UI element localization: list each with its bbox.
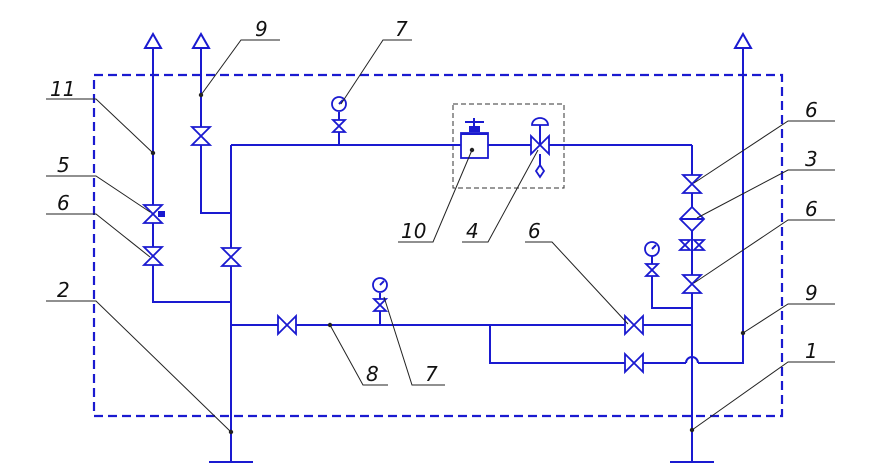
vent-terminals — [143, 31, 753, 49]
callout-6-top-right: 6 — [805, 98, 818, 122]
pipe-vent-right — [698, 48, 744, 364]
callout-3: 3 — [805, 147, 818, 171]
filter-handle — [465, 118, 484, 126]
valve-outlet-bottom-6 — [680, 274, 704, 294]
valve-bypass-outlet-6 — [624, 313, 644, 337]
gauge-cock-right — [643, 263, 661, 277]
vent-terminal-left — [143, 31, 163, 49]
leader-2 — [46, 300, 232, 433]
gauge-right-needle — [651, 244, 657, 250]
leader-9-right — [742, 303, 835, 334]
callout-9-top: 9 — [255, 17, 268, 41]
pipe-crossover — [685, 356, 699, 364]
solenoid-actuator — [158, 211, 165, 217]
callout-4: 4 — [466, 219, 479, 243]
callout-11: 11 — [50, 77, 75, 101]
leader-9-right-dot — [740, 330, 746, 336]
leader-6-middle — [525, 241, 629, 325]
leader-1 — [691, 361, 835, 431]
gauge-top-needle — [338, 99, 344, 105]
callouts: 11 5 6 2 9 7 10 4 6 8 7 6 3 6 9 1 — [50, 17, 818, 386]
pipe-purge-left — [152, 48, 231, 303]
valve-purge-6 — [141, 246, 165, 266]
valves — [141, 119, 704, 375]
valve-outlet-top-6 — [680, 174, 704, 194]
leader-3 — [696, 169, 835, 219]
gauge-cock-top — [330, 119, 348, 133]
leader-11 — [46, 98, 154, 154]
leader-9-top-dot — [198, 92, 204, 98]
leader-6-left — [46, 213, 151, 258]
vent-terminal-mid — [191, 31, 211, 49]
gauge-cock-bypass — [371, 298, 389, 312]
leader-6-top-right — [693, 120, 835, 184]
callout-7-top: 7 — [395, 17, 408, 41]
leader-9-top — [200, 39, 280, 96]
callout-2: 2 — [57, 278, 70, 302]
leader-7-top — [340, 39, 412, 105]
filter-10 — [460, 118, 489, 159]
filter-3 — [677, 205, 707, 251]
filter-valve-left — [677, 239, 693, 251]
filter-body — [460, 132, 489, 159]
leader-2-dot — [228, 429, 234, 435]
valve-bypass-inlet — [277, 313, 297, 337]
pipe-lower-loop — [489, 325, 686, 364]
callout-6-bottom-right: 6 — [805, 197, 818, 221]
leaders — [46, 39, 835, 435]
callout-9-right: 9 — [805, 281, 818, 305]
gauge-bypass-needle — [379, 280, 385, 286]
leader-1-dot — [689, 427, 695, 433]
regulator-diaphragm — [531, 117, 549, 126]
callout-6-left: 6 — [57, 191, 70, 215]
callout-5: 5 — [57, 153, 70, 177]
pipe-vent-left — [200, 48, 231, 214]
callout-6-middle: 6 — [528, 219, 541, 243]
pressure-regulator-4 — [530, 117, 550, 179]
leader-5 — [46, 175, 151, 213]
valve-inlet — [219, 247, 243, 267]
valve-vent-left — [189, 126, 213, 146]
callout-1: 1 — [805, 339, 818, 363]
valve-lower-loop — [624, 351, 644, 375]
pressure-gauges — [331, 96, 660, 293]
callout-8: 8 — [366, 362, 379, 386]
enclosure-boundary — [92, 73, 784, 418]
leader-8-dot — [327, 322, 333, 328]
filter-valve-right — [691, 239, 707, 251]
filter-cap — [469, 126, 480, 132]
leader-10-dot — [469, 147, 475, 153]
regulator-pilot — [534, 163, 546, 179]
pipe-gauge-branch — [651, 270, 692, 309]
vent-terminal-right — [733, 31, 753, 49]
leader-8 — [329, 324, 388, 386]
leader-11-dot — [150, 150, 156, 156]
valve-solenoid-5 — [141, 204, 165, 224]
callout-10: 10 — [401, 219, 426, 243]
leader-6-bottom-right — [693, 219, 835, 284]
callout-7-bottom: 7 — [425, 362, 438, 386]
leader-4 — [462, 149, 539, 243]
leader-10 — [398, 149, 473, 243]
leader-7-bottom — [383, 296, 445, 386]
